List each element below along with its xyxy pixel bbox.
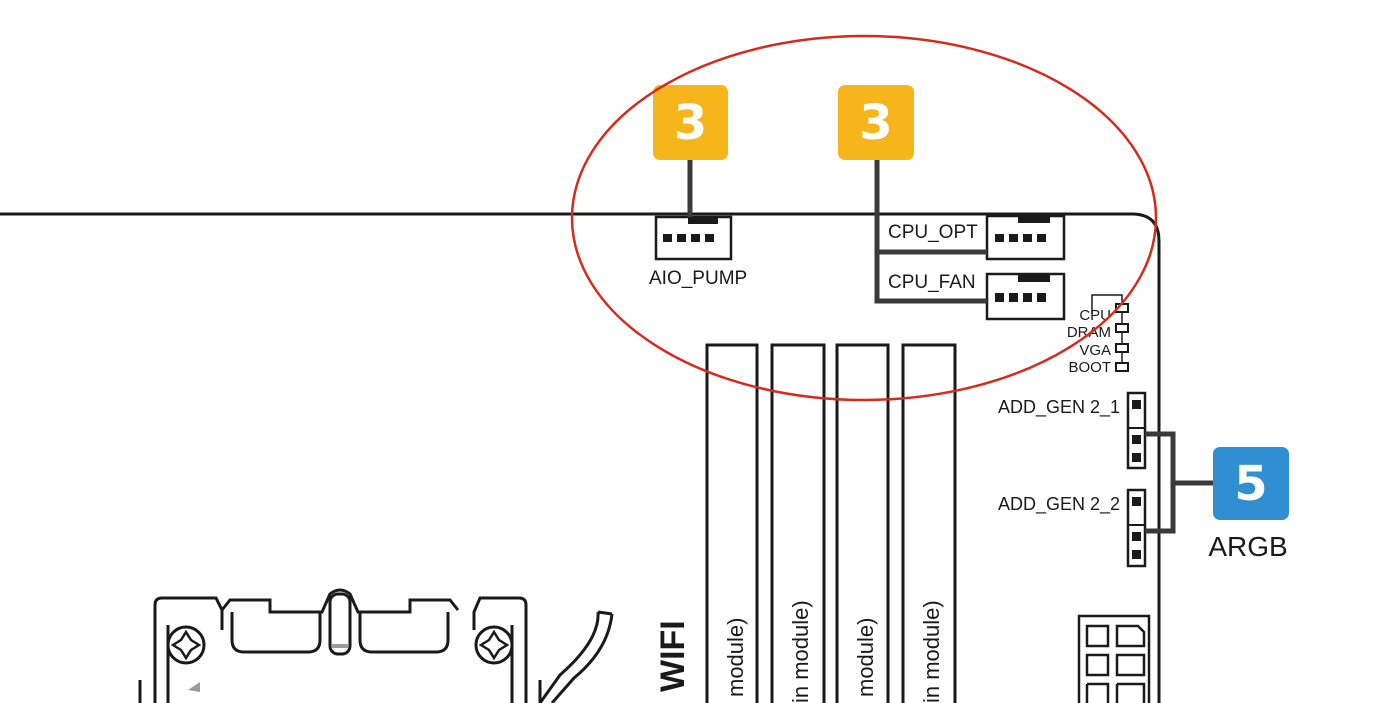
cpu-opt-label: CPU_OPT <box>888 222 978 243</box>
cpu-fan-badge-number: 3 <box>859 95 892 151</box>
cpu-fan-header <box>985 272 1066 321</box>
socket-gray-corner <box>188 682 200 692</box>
debug-led-dram-label: DRAM <box>1067 324 1111 341</box>
argb-gen2-2-label: ADD_GEN 2_2 <box>998 494 1120 515</box>
argb-caption: ARGB <box>1208 531 1287 562</box>
dimm-slots <box>705 343 957 703</box>
argb-header-gen2-2 <box>1126 488 1147 568</box>
aio-pump-header <box>654 215 733 261</box>
cpu-fan-leader <box>874 158 987 304</box>
socket-screw-left <box>166 625 206 665</box>
dimm-b1-label: module) <box>853 618 878 697</box>
aio-pump-label: AIO_PUMP <box>649 268 747 289</box>
dimm-a2-label: in module) <box>788 600 813 703</box>
cpu-fan-label: CPU_FAN <box>888 272 976 293</box>
debug-leds <box>1091 294 1129 372</box>
argb-gen2-1-label: ADD_GEN 2_1 <box>998 397 1120 418</box>
socket-screw-right <box>474 625 514 665</box>
cpu-opt-header <box>985 214 1066 261</box>
aio-pump-badge <box>653 85 728 160</box>
argb-header-gen2-1 <box>1126 391 1147 470</box>
argb-leader <box>1145 431 1214 534</box>
argb-badge <box>1213 447 1289 520</box>
aio-pump-badge-number: 3 <box>674 95 707 151</box>
dimm-a1-label: module) <box>723 618 748 697</box>
debug-led-boot-label: BOOT <box>1068 359 1111 376</box>
dimm-b2-label: in module) <box>919 600 944 703</box>
highlight-ellipse <box>570 34 1158 402</box>
debug-led-vga-label: VGA <box>1079 342 1111 359</box>
board-outline <box>0 212 1161 703</box>
wifi-antenna-wire <box>538 610 614 703</box>
cpu-fan-badge <box>838 85 914 160</box>
debug-led-cpu-label: CPU <box>1079 307 1111 324</box>
wifi-label: WIFI <box>654 620 692 692</box>
argb-badge-number: 5 <box>1234 456 1267 512</box>
cpu-power-connector <box>1077 614 1151 703</box>
